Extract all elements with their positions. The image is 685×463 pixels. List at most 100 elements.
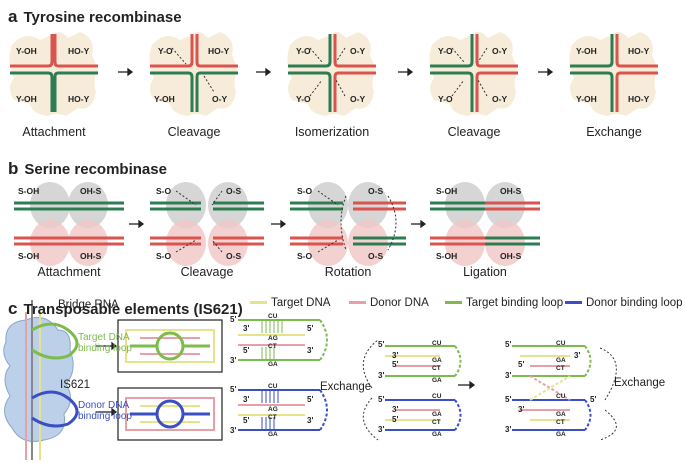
label-ohs: OH-S (80, 251, 102, 261)
prime-5: 5' (505, 340, 512, 349)
base-ga: GA (432, 377, 442, 384)
label-oy: O-Y (350, 46, 366, 56)
exchange-right (512, 345, 592, 431)
prime-5: 5' (230, 315, 237, 324)
prime-5: 5' (505, 395, 512, 404)
prime-3: 3' (392, 405, 399, 414)
legend-label: Donor DNA (370, 297, 429, 309)
label-ohs: OH-S (500, 251, 522, 261)
section-a-header: a Tyrosine recombinase (8, 8, 182, 25)
legend-label: Target DNA (271, 297, 331, 309)
label-hoy: HO-Y (208, 46, 230, 56)
cleavage-dashes-b (175, 190, 397, 253)
swatch-donor-loop (565, 301, 582, 305)
ticks-donor (261, 390, 279, 430)
label-os: O-S (226, 186, 242, 196)
blob-cleavage-2 (429, 32, 518, 116)
label-bridge-rna: Bridge RNA (58, 299, 119, 311)
blob-cleavage (149, 32, 238, 116)
prime-5: 5' (243, 346, 250, 355)
section-b-title: Serine recombinase (24, 161, 167, 178)
label-soh: S-OH (18, 186, 40, 196)
label-hoy: HO-Y (68, 46, 90, 56)
blob-exchange (569, 32, 658, 116)
label-ohs: OH-S (500, 186, 522, 196)
label-soh: S-OH (436, 251, 458, 261)
label-so: S-O (297, 251, 313, 261)
prime-5: 5' (392, 415, 399, 424)
prime-5: 5' (243, 416, 250, 425)
step-ligation: Ligation (463, 265, 507, 279)
arrows-b (129, 219, 427, 229)
pairing-strands (238, 319, 328, 431)
prime-3: 3' (505, 425, 512, 434)
blob-isomerization (287, 32, 376, 116)
base-ga: GA (432, 357, 442, 364)
prime-5: 5' (378, 340, 385, 349)
label-ohs: OH-S (80, 186, 102, 196)
base-ag: AG (268, 406, 278, 413)
prime-3: 3' (392, 351, 399, 360)
legend-donor-dna: Donor DNA (349, 297, 429, 309)
label-donor-loop: Donor DNA binding loop (78, 400, 132, 422)
base-ag: AG (268, 335, 278, 342)
serine-strands (14, 201, 540, 246)
prime-5: 5' (392, 360, 399, 369)
label-yoh: Y-OH (576, 46, 597, 56)
label-yoh: Y-OH (576, 94, 597, 104)
base-cu: CU (432, 340, 442, 347)
label-oy: O-Y (212, 94, 228, 104)
label-hoy: HO-Y (628, 46, 650, 56)
prime-5: 5' (307, 324, 314, 333)
legend-label: Target binding loop (466, 297, 564, 309)
step-isomerization: Isomerization (294, 125, 370, 139)
step-cleavage-2: Cleavage (447, 125, 501, 139)
base-ct: CT (268, 414, 277, 421)
prime-3: 3' (230, 426, 237, 435)
prime-5: 5' (378, 395, 385, 404)
exchange-left (385, 345, 462, 431)
step-attachment: Attachment (22, 125, 86, 139)
arrows-a (118, 67, 554, 77)
prime-5: 5' (590, 395, 597, 404)
label-exchange-right: Exchange (614, 377, 666, 389)
base-cu: CU (556, 393, 566, 400)
label-soh: S-OH (436, 186, 458, 196)
base-ct: CT (268, 343, 277, 350)
section-b-header: b Serine recombinase (8, 160, 167, 177)
base-ga: GA (432, 431, 442, 438)
prime-3: 3' (243, 395, 250, 404)
prime-3: 3' (378, 371, 385, 380)
label-yo: Y-O (158, 46, 173, 56)
section-a-letter: a (8, 7, 18, 26)
legend-donor-loop: Donor binding loop (565, 297, 683, 309)
step-attachment-b: Attachment (37, 265, 101, 279)
prime-3: 3' (505, 371, 512, 380)
base-ga: GA (268, 361, 278, 368)
label-soh: S-OH (18, 251, 40, 261)
legend-target-loop: Target binding loop (445, 297, 563, 309)
step-cleavage-b: Cleavage (180, 265, 234, 279)
step-rotation: Rotation (324, 265, 372, 279)
label-so: S-O (156, 186, 172, 196)
label-exchange-left: Exchange (320, 381, 372, 393)
cleavage-dashes-a (171, 47, 488, 97)
label-yo: Y-O (296, 94, 311, 104)
label-hoy: HO-Y (628, 94, 650, 104)
label-target-loop: Target DNA binding loop (78, 332, 132, 354)
prime-3: 3' (378, 425, 385, 434)
label-yo: Y-O (438, 94, 453, 104)
section-c-title: Transposable elements (IS621) (23, 301, 243, 318)
label-os: O-S (368, 186, 384, 196)
section-b-letter: b (8, 159, 19, 178)
label-so: S-O (297, 186, 313, 196)
prime-5: 5' (230, 385, 237, 394)
prime-3: 3' (230, 356, 237, 365)
label-yo: Y-O (438, 46, 453, 56)
prime-3: 3' (518, 405, 525, 414)
base-ga: GA (556, 411, 566, 418)
base-cu: CU (556, 340, 566, 347)
section-a-title: Tyrosine recombinase (23, 9, 182, 26)
